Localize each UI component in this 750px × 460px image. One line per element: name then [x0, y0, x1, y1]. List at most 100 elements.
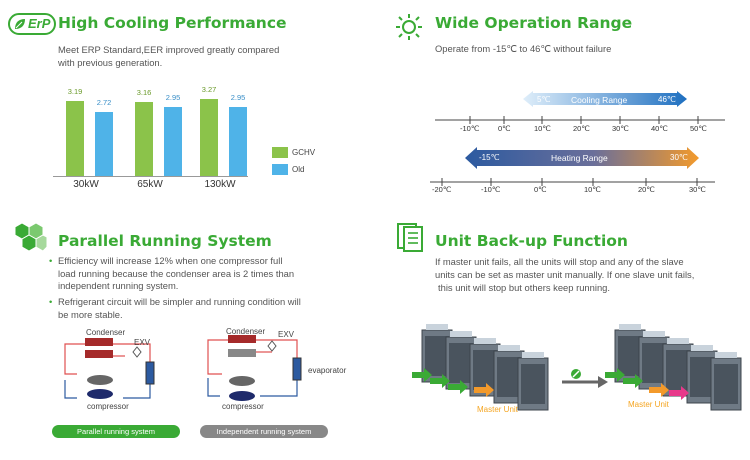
- backup-desc-line2: units can be set as master unit manually…: [435, 269, 695, 280]
- backup-title: Unit Back-up Function: [435, 232, 628, 250]
- transfer-arrow: [562, 369, 608, 388]
- backup-desc-line1: If master unit fails, all the units will…: [435, 256, 684, 267]
- airflow-arrows: [412, 368, 494, 397]
- diag2-evaporator-label: evaporator: [308, 366, 347, 375]
- cooling-tick-label: 50℃: [690, 124, 707, 133]
- diag1-condenser-label: Condenser: [86, 328, 126, 337]
- compressor-icon: [229, 391, 255, 401]
- diag1-caption-pill: Parallel running system: [52, 425, 180, 438]
- chiller-fan-top: [619, 324, 641, 330]
- compressor-icon: [87, 389, 113, 399]
- bar-value-label: 2.95: [165, 93, 181, 102]
- erp-badge-label: ErP: [28, 16, 51, 31]
- heating-range-max: 30℃: [670, 153, 688, 162]
- erp-badge: ErP: [8, 13, 56, 35]
- bullet-1-line3: independent running system.: [58, 280, 179, 291]
- chiller-grille: [690, 357, 714, 397]
- sun-snowflake-icon: [396, 14, 422, 40]
- legend-swatch-gchv: [272, 147, 288, 158]
- heating-tick-label: -20℃: [432, 185, 452, 194]
- compressor-icon: [229, 376, 255, 386]
- parallel-title: Parallel Running System: [58, 232, 272, 250]
- range-desc: Operate from -15℃ to 46℃ without failure: [435, 43, 612, 54]
- heating-tick-label: 30℃: [689, 185, 706, 194]
- document-backup-icon: [397, 223, 423, 252]
- operation-range-diagram: [430, 91, 725, 186]
- diag2-exv-label: EXV: [278, 330, 295, 339]
- bullet-2-line1: Refrigerant circuit will be simpler and …: [58, 296, 301, 307]
- chiller-fan-top: [474, 338, 496, 344]
- evaporator-coil: [145, 361, 155, 385]
- independent-system-diagram: [207, 335, 302, 401]
- chiller-grille: [642, 343, 666, 383]
- chiller-fan-top: [426, 324, 448, 330]
- category-label-30kw: 30kW: [73, 179, 99, 190]
- hexagon-cluster-icon: [14, 222, 48, 252]
- cooling-desc-line2: with previous generation.: [58, 57, 163, 68]
- condenser-coil: [85, 338, 113, 346]
- chart-baseline: [53, 176, 248, 177]
- bar-gchv-30kw: [66, 101, 84, 176]
- cooling-tick-label: 0℃: [498, 124, 511, 133]
- bar-value-label: 3.19: [67, 87, 83, 96]
- bar-value-label: 2.95: [230, 93, 246, 102]
- heating-range-arrow: [465, 147, 699, 169]
- legend-label-old: Old: [292, 165, 305, 174]
- cooling-range-arrow: [523, 91, 687, 107]
- condenser-coil-idle: [228, 349, 256, 357]
- evaporator-coil: [292, 357, 302, 381]
- bullet-dot: •: [49, 296, 53, 307]
- range-title: Wide Operation Range: [435, 14, 633, 32]
- diag1-compressor-label: compressor: [87, 402, 129, 411]
- bar-value-label: 3.16: [136, 88, 152, 97]
- heating-tick-label: 10℃: [584, 185, 601, 194]
- chiller-grille: [618, 336, 642, 376]
- parallel-bullet-2: • Refrigerant circuit will be simpler an…: [49, 296, 301, 321]
- leaf-icon: [15, 19, 25, 29]
- cooling-range-min: 5℃: [537, 95, 551, 104]
- bullet-1-line2: load running because the condenser area …: [58, 267, 295, 279]
- heating-tick-label: 0℃: [534, 185, 547, 194]
- parallel-system-diagram: [64, 338, 155, 399]
- chiller-grille: [666, 350, 690, 390]
- diag2-condenser-label: Condenser: [226, 327, 266, 336]
- cooling-desc-line1: Meet ERP Standard,EER improved greatly c…: [58, 44, 280, 55]
- cooling-tick-label: -10℃: [460, 124, 480, 133]
- chiller-grille: [497, 357, 521, 397]
- chiller-fan-top: [691, 345, 713, 351]
- legend-label-gchv: GCHV: [292, 148, 316, 157]
- cooling-tick-label: 10℃: [534, 124, 551, 133]
- heating-tick-label: 20℃: [638, 185, 655, 194]
- diag2-compressor-label: compressor: [222, 402, 264, 411]
- chiller-fan-top: [522, 352, 544, 358]
- chiller-grille: [473, 350, 497, 390]
- exv-valve-icon: [267, 340, 277, 352]
- master-unit-label-left: Master Unit: [477, 405, 518, 414]
- bar-value-label: 3.27: [201, 85, 217, 94]
- bullet-1-line1: Efficiency will increase 12% when one co…: [58, 255, 283, 266]
- chiller-grille: [449, 343, 473, 383]
- condenser-coil: [85, 350, 113, 358]
- parallel-bullet-1: • Efficiency will increase 12% when one …: [49, 255, 295, 293]
- diag1-exv-label: EXV: [134, 338, 151, 347]
- chiller-fan-top: [643, 331, 665, 337]
- exv-valve-icon: [132, 346, 142, 358]
- diag2-caption-pill: Independent running system: [200, 425, 328, 438]
- chiller-units-right: [605, 324, 742, 411]
- chiller-units-left: [412, 324, 549, 411]
- legend-swatch-old: [272, 164, 288, 175]
- cooling-tick-label: 20℃: [573, 124, 590, 133]
- airflow-arrows: [605, 368, 689, 400]
- bar-gchv-130kw: [200, 99, 218, 176]
- bar-old-130kw: [229, 107, 247, 176]
- cooling-title: High Cooling Performance: [58, 14, 287, 32]
- bar-old-65kw: [164, 107, 182, 176]
- chiller-grille: [521, 364, 545, 404]
- master-unit-label-right: Master Unit: [628, 400, 669, 409]
- cooling-tick-label: 30℃: [612, 124, 629, 133]
- chiller-fan-top: [667, 338, 689, 344]
- cooling-range-max: 46℃: [658, 95, 676, 104]
- chiller-fan-top: [715, 352, 737, 358]
- bar-value-label: 2.72: [96, 98, 112, 107]
- bullet-dot: •: [49, 255, 53, 266]
